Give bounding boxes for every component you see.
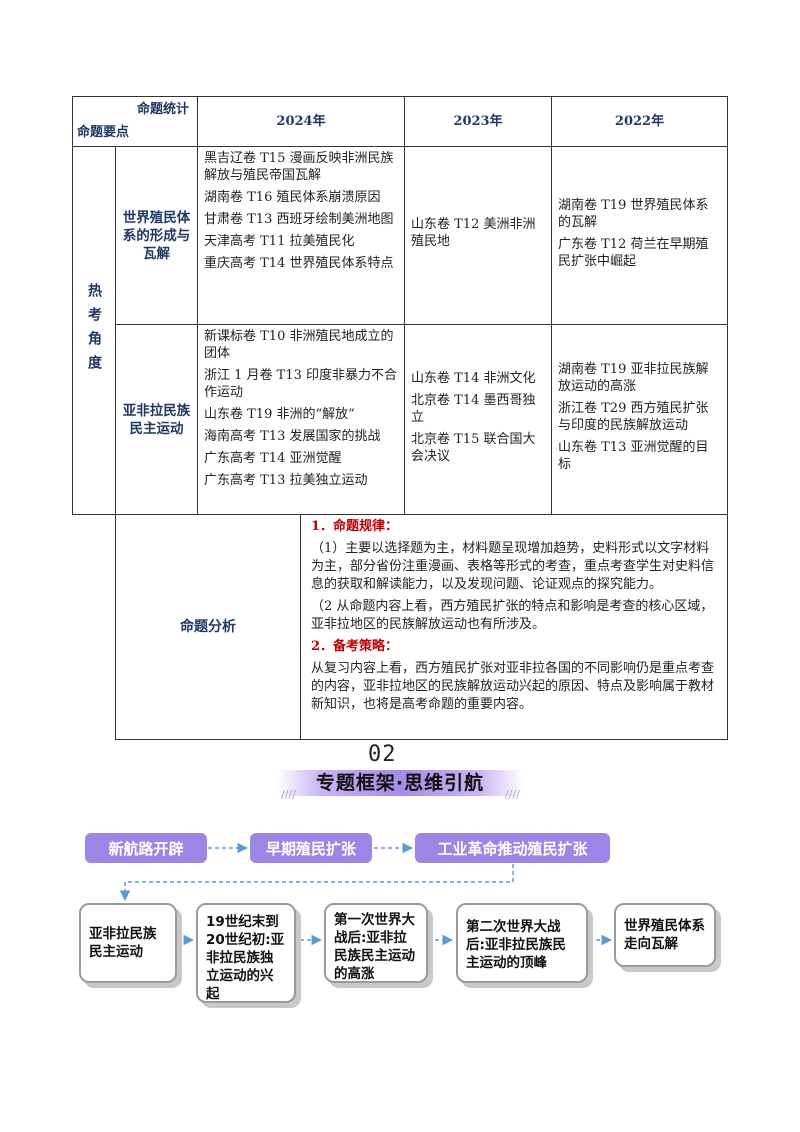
section-number: 02	[368, 742, 397, 767]
topic-label-1: 世界殖民体系的形成与瓦解	[122, 209, 191, 262]
list-item: 海南高考 T13 发展国家的挑战	[204, 429, 381, 444]
flow-arrow	[119, 864, 514, 902]
list-item: 湖南卷 T19 世界殖民体系的瓦解	[558, 197, 709, 230]
header-year-2022: 2022年	[551, 96, 728, 147]
analysis-content-cell: 1．命题规律： （1）主要以选择题为主，材料题呈现增加趋势，史料形式以文字材料为…	[300, 514, 728, 740]
list-item: 湖南卷 T16 殖民体系崩溃原因	[204, 190, 381, 205]
header-corner-cell: 命题统计 命题要点	[72, 96, 198, 147]
topic-label-2: 亚非拉民族民主运动	[122, 402, 191, 437]
category-label: 热考角度	[86, 282, 102, 379]
flow-step-new-routes: 新航路开辟	[85, 833, 207, 863]
strategy-paragraph: 从复习内容上看，西方殖民扩张对亚非拉各国的不同影响仍是重点考查的内容，亚非拉地区…	[311, 661, 715, 712]
flow-box-peak: 第二次世界大战后:亚非拉民族民主运动的顶峰	[456, 903, 588, 983]
analysis-label-cell: 命题分析	[115, 514, 301, 740]
list-item: 北京卷 T15 联合国大会决议	[411, 431, 536, 464]
flow-step-early-expansion: 早期殖民扩张	[250, 833, 372, 863]
list-item: 山东卷 T14 非洲文化	[411, 370, 536, 386]
list-item: 山东卷 T13 亚洲觉醒的目标	[558, 440, 709, 472]
list-item: 浙江卷 T29 西方殖民扩张与印度的民族解放运动	[558, 401, 709, 433]
list-item: 湖南卷 T19 亚非拉民族解放运动的高涨	[558, 362, 709, 394]
analysis-label: 命题分析	[180, 619, 236, 635]
category-cell: 热考角度	[72, 146, 116, 515]
strategy-title: 2．备考策略：	[311, 639, 399, 654]
cell-s2-2022: 湖南卷 T19 亚非拉民族解放运动的高涨 浙江卷 T29 西方殖民扩张与印度的民…	[551, 324, 728, 515]
flow-box-rise: 19世纪末到20世纪初:亚非拉民族独立运动的兴起	[196, 903, 296, 1003]
section-banner-bar	[277, 770, 523, 796]
flow-box-movement: 亚非拉民族民主运动	[79, 903, 177, 983]
banner-deco-left: ////	[281, 788, 296, 801]
header-year-2023: 2023年	[404, 96, 552, 147]
topic-cell-1: 世界殖民体系的形成与瓦解	[115, 146, 198, 325]
rule-title: 1．命题规律：	[311, 519, 399, 534]
flow-box-collapse: 世界殖民体系走向瓦解	[614, 903, 716, 967]
cell-s2-2024: 新课标卷 T10 非洲殖民地成立的团体 浙江 1 月卷 T13 印度非暴力不合作…	[197, 324, 405, 515]
cell-s1-2022: 湖南卷 T19 世界殖民体系的瓦解 广东卷 T12 荷兰在早期殖民扩张中崛起	[551, 146, 728, 325]
list-item: 广东高考 T14 亚洲觉醒	[204, 451, 342, 466]
cell-s1-2024: 黑吉辽卷 T15 漫画反映非洲民族解放与殖民帝国瓦解 湖南卷 T16 殖民体系崩…	[197, 146, 405, 325]
list-item: 北京卷 T14 墨西哥独立	[411, 392, 536, 425]
list-item: 广东卷 T12 荷兰在早期殖民扩张中崛起	[558, 236, 709, 269]
rule-paragraph-2: （2 从命题内容上看，西方殖民扩张的特点和影响是考查的核心区域，亚非拉地区的民族…	[311, 599, 714, 632]
list-item: 新课标卷 T10 非洲殖民地成立的团体	[204, 329, 394, 361]
cell-s2-2023: 山东卷 T14 非洲文化 北京卷 T14 墨西哥独立 北京卷 T15 联合国大会…	[404, 324, 552, 515]
flow-box-upsurge: 第一次世界大战后:亚非拉民族民主运动的高涨	[324, 903, 428, 983]
list-item: 甘肃卷 T13 西班牙绘制美洲地图	[204, 212, 394, 227]
topic-cell-2: 亚非拉民族民主运动	[115, 324, 198, 515]
list-item: 山东卷 T12 美洲非洲殖民地	[411, 217, 536, 249]
banner-deco-right: ////	[505, 788, 520, 801]
list-item: 天津高考 T11 拉美殖民化	[204, 234, 355, 249]
section-title: 专题框架·思维引航	[315, 772, 485, 794]
header-corner-top: 命题统计	[136, 102, 189, 117]
header-year-2024: 2024年	[197, 96, 405, 147]
flow-step-industrial-expansion: 工业革命推动殖民扩张	[415, 833, 610, 863]
header-corner-bottom: 命题要点	[77, 125, 130, 140]
list-item: 黑吉辽卷 T15 漫画反映非洲民族解放与殖民帝国瓦解	[204, 151, 394, 183]
list-item: 山东卷 T19 非洲的“解放”	[204, 407, 355, 422]
list-item: 重庆高考 T14 世界殖民体系特点	[204, 256, 394, 271]
rule-paragraph-1: （1）主要以选择题为主，材料题呈现增加趋势，史料形式以文字材料为主，部分省份注重…	[311, 541, 715, 592]
list-item: 浙江 1 月卷 T13 印度非暴力不合作运动	[204, 368, 398, 400]
cell-s1-2023: 山东卷 T12 美洲非洲殖民地	[404, 146, 552, 325]
list-item: 广东高考 T13 拉美独立运动	[204, 473, 368, 488]
